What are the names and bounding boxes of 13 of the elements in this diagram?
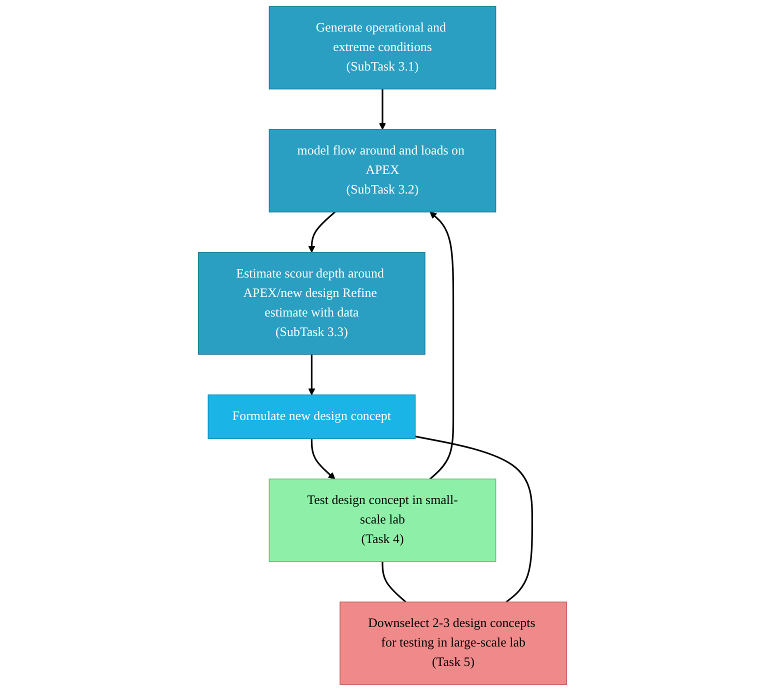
arrow [308, 211, 336, 253]
node-box: Estimate scour depth around APEX/new design Refine estimate with data (SubTask 3.3) [198, 252, 426, 355]
node-box: Generate operational and extreme conditions (SubTask 3.1) [268, 6, 496, 90]
arrow [310, 438, 336, 480]
arrow [308, 354, 316, 396]
arrow [429, 212, 454, 480]
node-box: model flow around and loads on APEX (SubTask 3.2) [268, 129, 496, 212]
connector [382, 562, 406, 603]
arrow [378, 89, 386, 130]
node-box: Test design concept in small-scale lab (Task 4) [268, 478, 496, 562]
connector [415, 436, 533, 603]
node-box: Downselect 2-3 design concepts for testing in large-scale lab (Task 5) [340, 602, 567, 685]
node-box: Formulate new design concept [208, 394, 416, 439]
